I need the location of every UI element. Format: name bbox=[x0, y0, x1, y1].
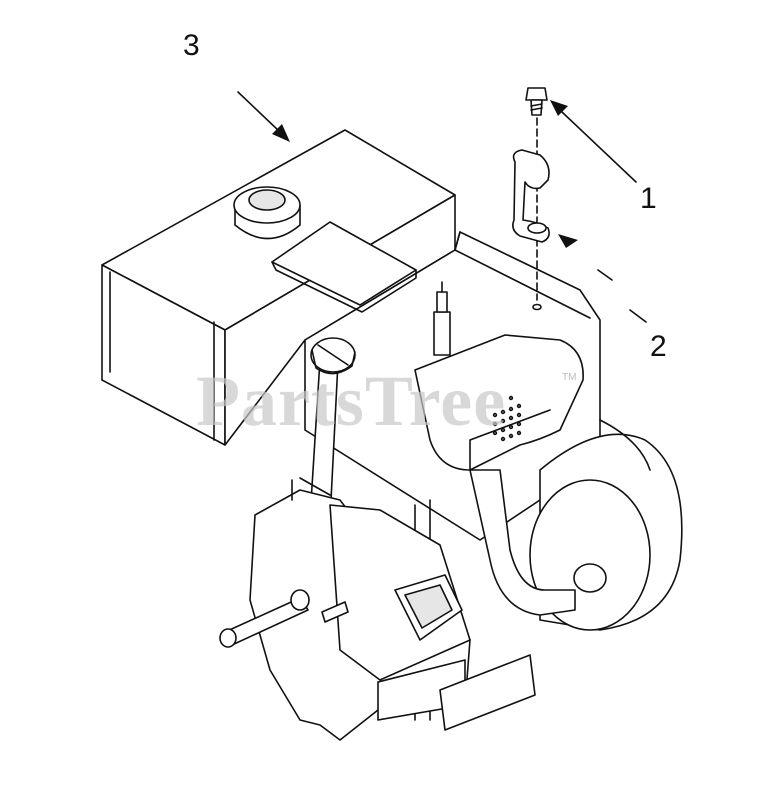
fuel-tank bbox=[101, 129, 456, 446]
flange-bolt bbox=[525, 87, 548, 116]
fuel-cap bbox=[233, 186, 301, 240]
callout-1-leader bbox=[550, 100, 637, 183]
callout-2: 2 bbox=[650, 330, 667, 363]
tank-strap-bracket bbox=[512, 149, 550, 243]
callout-2-leader bbox=[558, 234, 647, 323]
muffler bbox=[414, 334, 584, 616]
crankshaft bbox=[219, 589, 349, 648]
tank-bracket-plate bbox=[271, 221, 417, 313]
oil-fill-cap bbox=[310, 337, 356, 375]
spark-plug bbox=[433, 281, 451, 356]
callout-3: 3 bbox=[183, 29, 200, 62]
callout-3-leader bbox=[237, 91, 290, 142]
crankcase bbox=[219, 477, 536, 741]
parts-tree-watermark: PartsTree bbox=[196, 361, 506, 441]
callout-1: 1 bbox=[640, 182, 657, 215]
watermark-trademark: TM bbox=[562, 372, 576, 383]
muffler-vent-holes bbox=[492, 395, 522, 442]
mount-hole bbox=[532, 303, 542, 311]
